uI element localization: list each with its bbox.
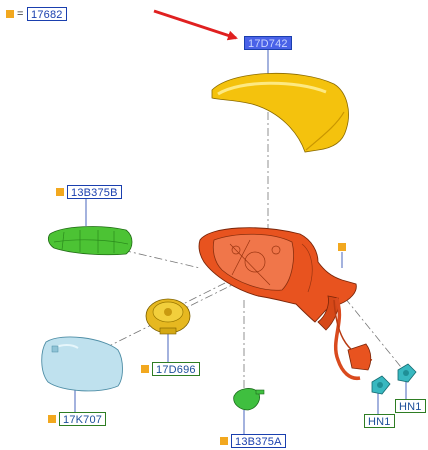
turn-signal-part-label[interactable]: 13B375B bbox=[67, 185, 122, 199]
glass-marker-icon bbox=[48, 415, 56, 423]
turn-signal-marker-icon bbox=[56, 188, 64, 196]
mirror-glass-part[interactable] bbox=[41, 336, 123, 392]
mirror-housing-part[interactable] bbox=[198, 227, 357, 331]
glass-part-label[interactable]: 17K707 bbox=[59, 412, 107, 426]
turn-signal-part[interactable] bbox=[47, 226, 133, 256]
puddle-lamp-part[interactable] bbox=[233, 388, 265, 411]
wiring-harness-part[interactable] bbox=[333, 297, 373, 381]
actuator-part-label[interactable]: 17D696 bbox=[152, 362, 200, 376]
connector-left-part-label[interactable]: HN1 bbox=[364, 414, 395, 428]
mirror-cover-part[interactable] bbox=[211, 72, 349, 153]
legend-marker-icon bbox=[6, 10, 14, 18]
connector-part-right[interactable] bbox=[397, 363, 417, 383]
puddle-lamp-marker-icon bbox=[220, 437, 228, 445]
puddle-lamp-part-label[interactable]: 13B375A bbox=[231, 434, 286, 448]
connector-part-left[interactable] bbox=[371, 375, 391, 395]
actuator-marker-icon bbox=[141, 365, 149, 373]
cover-part-label[interactable]: 17D742 bbox=[244, 36, 292, 50]
pointer-arrow bbox=[153, 9, 238, 41]
legend-equals-sign: = bbox=[17, 8, 24, 20]
legend-code-label: 17682 bbox=[27, 7, 67, 21]
connector-right-part-label[interactable]: HN1 bbox=[395, 399, 426, 413]
actuator-part[interactable] bbox=[145, 298, 191, 335]
housing-marker-icon bbox=[338, 243, 346, 251]
